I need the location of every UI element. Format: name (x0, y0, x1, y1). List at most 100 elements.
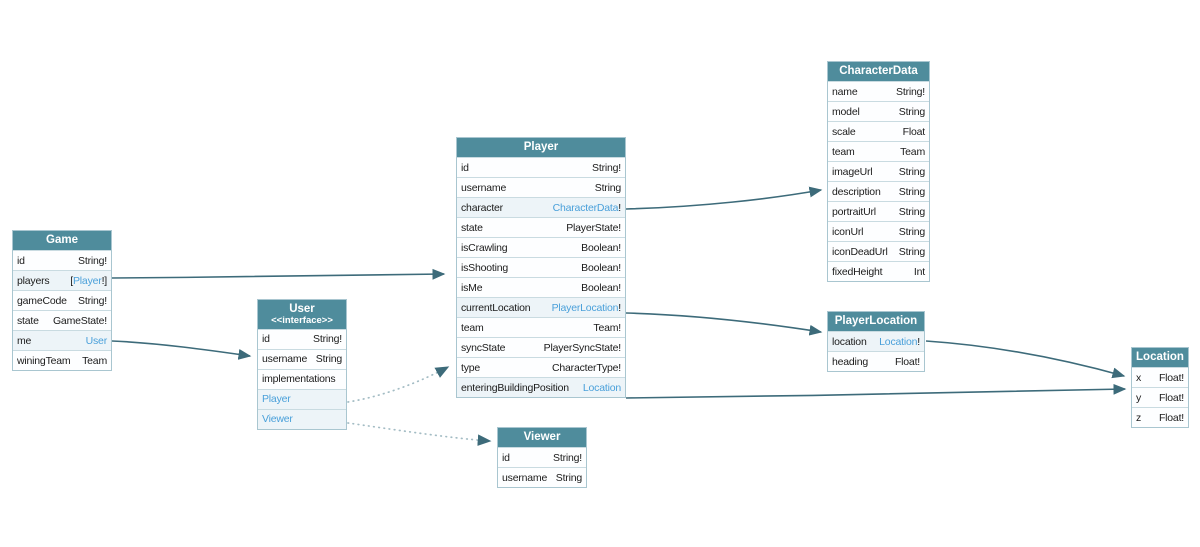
field-type: String (595, 182, 621, 194)
field-type: String! (553, 452, 582, 464)
type-node-header[interactable]: User<<interface>> (258, 300, 346, 329)
field-name: description (832, 185, 881, 198)
type-reference-link[interactable]: CharacterData (552, 201, 619, 214)
field-row-icondeadurl: iconDeadUrl String (828, 241, 929, 261)
type-scalar: Float (902, 125, 926, 138)
type-scalar: Team! (593, 321, 621, 334)
type-scalar: String (315, 353, 342, 366)
field-type: Team (82, 355, 107, 367)
type-wrapper-post: ! (917, 335, 920, 348)
field-type: Boolean! (581, 282, 621, 294)
type-scalar: PlayerSyncState! (543, 341, 622, 354)
field-name: iconDeadUrl (832, 245, 888, 258)
type-title: Viewer (523, 431, 561, 444)
field-name: username (502, 471, 548, 484)
type-subtitle: <<interface>> (271, 315, 333, 327)
field-name: players (17, 274, 50, 287)
type-scalar: Boolean! (581, 281, 621, 294)
field-name: team (832, 145, 855, 158)
type-node-header[interactable]: PlayerLocation (828, 312, 924, 331)
field-type: PlayerState! (566, 222, 621, 234)
field-type: Boolean! (581, 262, 621, 274)
type-scalar: Boolean! (581, 261, 621, 274)
type-title: User (289, 303, 315, 315)
field-name: name (832, 85, 858, 98)
type-node-header[interactable]: Player (457, 138, 625, 157)
type-scalar: String (898, 185, 925, 198)
field-type: String (556, 472, 582, 484)
type-node-header[interactable]: Game (13, 231, 111, 250)
type-scalar: GameState! (52, 314, 107, 327)
implementation-link[interactable]: Viewer (262, 413, 293, 426)
type-scalar: String (594, 181, 621, 194)
field-type: Float! (1159, 372, 1184, 384)
field-type: String! (313, 333, 342, 345)
field-row-state: state GameState! (13, 310, 111, 330)
field-type: GameState! (53, 315, 107, 327)
field-name: state (17, 314, 39, 327)
type-title: Game (46, 234, 78, 247)
type-scalar: Float! (1158, 411, 1184, 424)
field-row-iconurl: iconUrl String (828, 221, 929, 241)
type-scalar: Float! (1158, 371, 1184, 384)
type-reference-link[interactable]: PlayerLocation (551, 301, 619, 314)
type-reference-link[interactable]: Player (73, 274, 102, 287)
type-reference-link[interactable]: Location (879, 335, 918, 348)
field-row-username: username String (498, 467, 586, 487)
field-type: User (85, 334, 108, 347)
field-type: String! (896, 86, 925, 98)
type-scalar: String! (78, 254, 107, 267)
edge-game-players-to-player (111, 268, 446, 280)
field-name: iconUrl (832, 225, 864, 238)
field-name: id (461, 161, 469, 174)
type-reference-link[interactable]: User (85, 334, 108, 347)
field-row-viewer: Viewer (258, 408, 346, 429)
field-type: CharacterData! (552, 201, 622, 214)
field-type: Boolean! (581, 242, 621, 254)
field-name: enteringBuildingPosition (461, 381, 569, 394)
field-type: [Player!] (70, 275, 107, 287)
implementation-link[interactable]: Player (262, 393, 291, 406)
field-name: y (1136, 391, 1142, 404)
type-scalar: String (898, 245, 925, 258)
type-title: PlayerLocation (834, 315, 918, 328)
type-scalar: String (898, 165, 925, 178)
type-node-header[interactable]: CharacterData (828, 62, 929, 81)
type-node-header[interactable]: Location (1132, 348, 1188, 367)
field-type: Team (900, 146, 925, 158)
type-node-header[interactable]: Viewer (498, 428, 586, 447)
field-name: syncState (461, 341, 506, 354)
type-title: Player (523, 141, 559, 154)
field-name: id (17, 254, 25, 267)
field-row-iscrawling: isCrawling Boolean! (457, 237, 625, 257)
type-scalar: String! (313, 333, 342, 346)
type-scalar: Float! (894, 355, 920, 368)
field-name: username (262, 353, 308, 366)
field-name: isCrawling (461, 241, 508, 254)
field-type: String! (592, 162, 621, 174)
field-name: location (832, 335, 867, 348)
type-scalar: String (555, 471, 582, 484)
field-type: String (899, 226, 925, 238)
field-type: String (899, 166, 925, 178)
type-scalar: PlayerState! (566, 221, 621, 234)
type-reference-link[interactable]: Location (582, 381, 621, 394)
type-scalar: String! (592, 161, 621, 174)
